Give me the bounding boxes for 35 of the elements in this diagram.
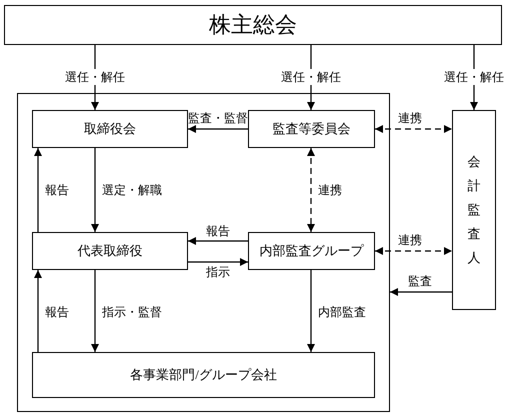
arrow: [307, 270, 315, 352]
meeting-box: 株主総会: [4, 5, 502, 45]
edge-label: 選任・解任: [279, 69, 343, 85]
dashed-arrow: [307, 148, 315, 232]
arrow: [390, 288, 452, 296]
audit-group-box: 内部監査グループ: [248, 232, 375, 270]
arrow: [188, 258, 248, 266]
edge-label: 指示: [206, 265, 230, 279]
company-frame: [17, 93, 390, 412]
arrow: [91, 270, 99, 352]
edge-label: 報告: [45, 183, 69, 197]
edge-label: 連携: [318, 183, 342, 197]
division-box: 各事業部門/グループ会社: [32, 352, 375, 398]
edge-label: 指示・監督: [102, 305, 162, 319]
arrow: [34, 148, 42, 232]
edge-label: 選任・解任: [63, 69, 127, 85]
board-box: 取締役会: [32, 110, 188, 148]
edge-label: 選任・解任: [442, 69, 506, 85]
edge-label: 監査: [408, 274, 432, 288]
arrow: [188, 125, 248, 133]
edge-label: 連携: [398, 233, 422, 247]
edge-label: 連携: [398, 111, 422, 125]
arrow: [188, 237, 248, 245]
committee-box: 監査等委員会: [248, 110, 375, 148]
dashed-arrow: [375, 247, 452, 255]
arrow: [34, 270, 42, 352]
edge-label: 監査・監督: [188, 111, 248, 125]
auditor-box: 会計監査人: [452, 110, 496, 310]
dashed-arrow: [375, 125, 452, 133]
edge-label: 内部監査: [318, 305, 366, 319]
arrow: [91, 148, 99, 232]
edge-label: 選定・解職: [102, 183, 162, 197]
edge-label: 報告: [45, 305, 69, 319]
executive-box: 代表取締役: [32, 232, 188, 270]
edge-label: 報告: [206, 224, 230, 238]
